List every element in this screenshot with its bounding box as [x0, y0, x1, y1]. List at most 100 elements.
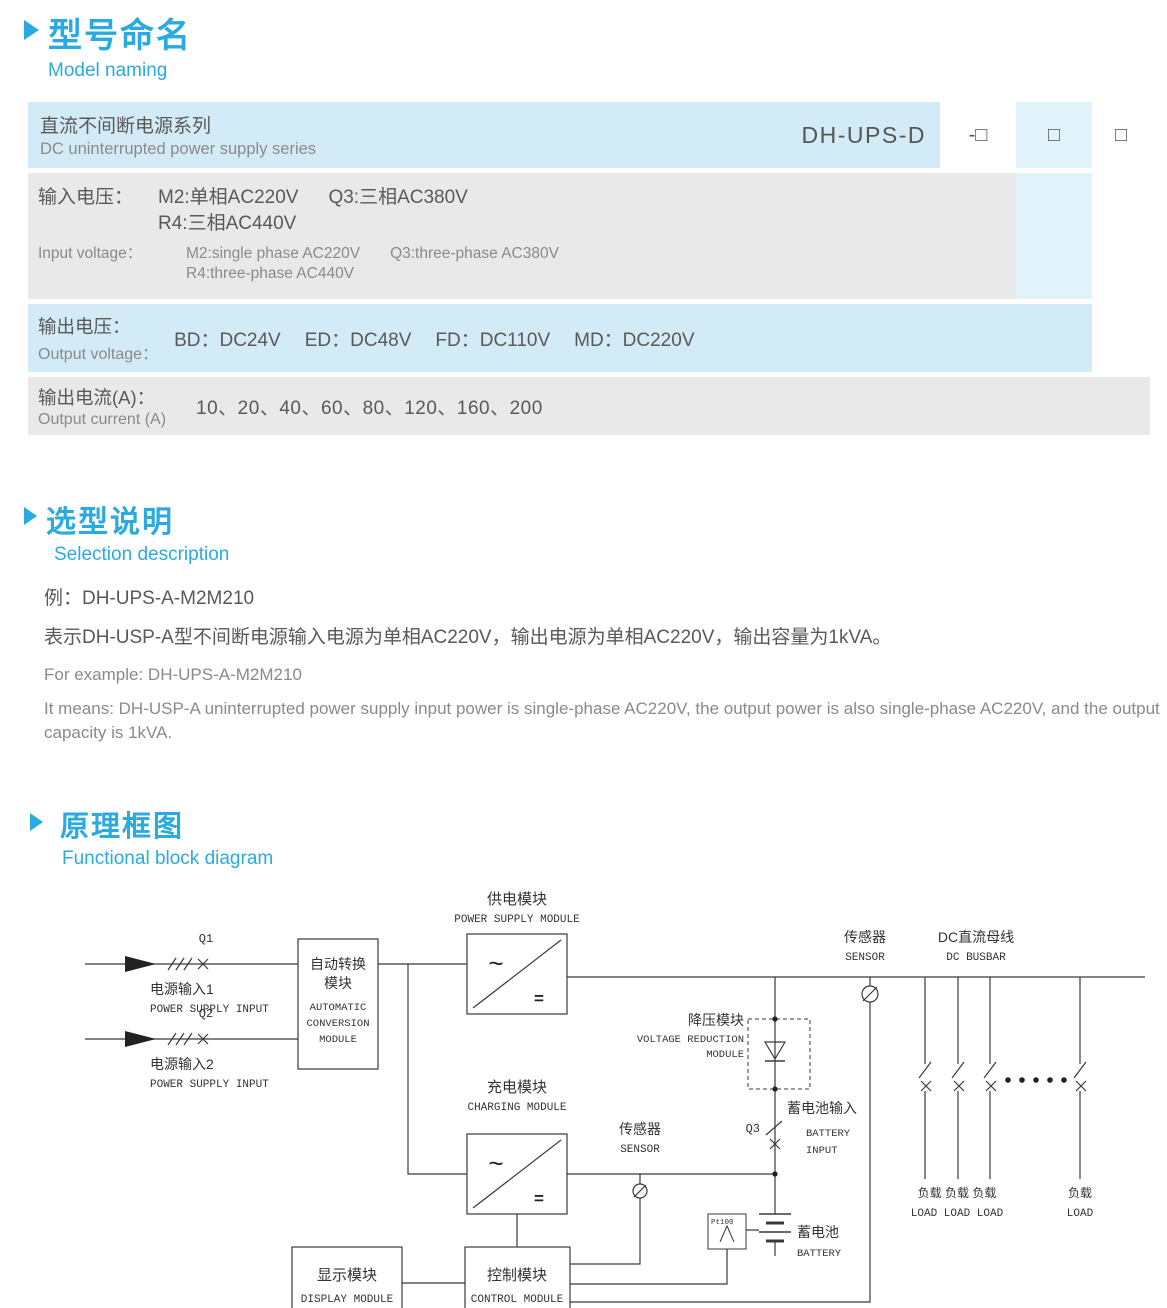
sensor1-wire [570, 976, 871, 1303]
output-voltage-labels: 输出电压： Output voltage： [38, 313, 158, 364]
auto-conversion-module-box [297, 937, 379, 1070]
switch-x-icon [769, 1138, 781, 1150]
battery-label-zh: 蓄电池 [797, 1224, 839, 1240]
option-fd: FD：DC110V [435, 329, 551, 351]
input2-arrow-icon [125, 1030, 156, 1047]
dc-busbar-label-zh: DC直流母线 [938, 929, 1014, 945]
series-name-zh: 直流不间断电源系列 [40, 116, 212, 137]
selection-titles: 选型说明 Selection description [46, 497, 229, 566]
selection-desc-zh: 表示DH-USP-A型不间断电源输入电源为单相AC220V，输出电源为单相AC2… [44, 626, 892, 648]
selection-header: 选型说明 Selection description [24, 497, 1167, 566]
input1-arrow-icon [125, 955, 156, 972]
converter-diagonal [472, 1139, 562, 1209]
output-current-label-zh: 输出电流(A)： [38, 386, 156, 408]
option-r4-en: R4:three-phase AC440V [186, 265, 355, 283]
section-title-zh: 型号命名 [48, 17, 192, 55]
load1-breaker-icon [918, 1061, 932, 1092]
loads-label-zh: 负载 负载 负载 [918, 1186, 997, 1200]
sensor2-wire [570, 1173, 641, 1265]
placeholder-2: □ [1016, 102, 1092, 168]
bus-sensor-icon [861, 984, 879, 1003]
section-marker-icon [24, 507, 37, 525]
sensor1-label-en: SENSOR [845, 952, 885, 964]
section-title-zh: 选型说明 [46, 506, 174, 539]
input-voltage-label-zh: 输入电压： [38, 187, 134, 208]
breaker-q1-icon [167, 957, 209, 970]
auto-label-en2: CONVERSION [306, 1018, 369, 1030]
section-title-en: Model naming [48, 60, 168, 81]
control-label-en: CONTROL MODULE [471, 1294, 564, 1306]
charging-label-en: CHARGING MODULE [467, 1102, 566, 1114]
load-breakers-icon [918, 1061, 1087, 1092]
loads-label-en: LOAD LOAD LOAD [911, 1208, 1004, 1220]
phase-slashes-icon [167, 1032, 193, 1045]
charger-converter-icon: ~ = [472, 1139, 562, 1209]
series-cell: 直流不间断电源系列 DC uninterrupted power supply … [28, 102, 940, 168]
model-naming-header: 型号命名 Model naming [24, 8, 1167, 82]
model-naming-titles: 型号命名 Model naming [48, 8, 192, 82]
block-diagram-wrapper: ~ = ~ = [60, 884, 1167, 1308]
input-voltage-values-en: M2:single phase AC220V Q3:three-phase AC3… [186, 244, 559, 284]
option-q3-zh: Q3:三相AC380V [328, 187, 468, 208]
q2-label: Q2 [199, 1007, 213, 1021]
battery-label-en: BATTERY [797, 1248, 842, 1260]
sensor1-label-zh: 传感器 [844, 929, 886, 945]
section-title-en: Selection description [54, 544, 230, 565]
more-loads-dots-icon [1005, 1076, 1067, 1083]
series-name-en: DC uninterrupted power supply series [40, 140, 317, 158]
table-row-output-current: 输出电流(A)： Output current (A) 10、20、40、60、… [28, 377, 1150, 435]
auto-label-zh1: 自动转换 [310, 956, 366, 972]
vr-label-en1: VOLTAGE REDUCTION [637, 1034, 744, 1046]
input1-label-en: POWER SUPPLY INPUT [150, 1004, 269, 1016]
option-m2-en: M2:single phase AC220V [186, 245, 361, 263]
model-code: DH-UPS-D [801, 121, 926, 148]
display-label-en: DISPLAY MODULE [301, 1294, 394, 1306]
q1-label: Q1 [199, 932, 213, 946]
option-m2-zh: M2:单相AC220V [158, 187, 299, 208]
charge-sensor-icon [632, 1182, 648, 1199]
switch-x-icon [197, 958, 209, 970]
series-names: 直流不间断电源系列 DC uninterrupted power supply … [40, 111, 316, 159]
output-voltage-label-zh: 输出电压： [38, 315, 131, 337]
branch-to-charger-wire [407, 963, 467, 1175]
input1-label-zh: 电源输入1 [150, 981, 214, 997]
option-q3-en: Q3:three-phase AC380V [390, 245, 559, 263]
section-model-naming: 型号命名 Model naming 直流不间断电源系列 DC uninterru… [24, 0, 1167, 435]
diode-triangle-icon [763, 1040, 787, 1060]
input2-label-en: POWER SUPPLY INPUT [150, 1079, 269, 1091]
junction-dot [772, 1170, 778, 1177]
battery-input-label-en2: INPUT [806, 1145, 838, 1157]
phase-slashes-icon [167, 957, 193, 970]
band-cell [1016, 173, 1092, 299]
vr-dashed-box [747, 1018, 811, 1090]
input2-label-zh: 电源输入2 [150, 1056, 214, 1072]
input-voltage-label-en: Input voltage： [38, 245, 143, 263]
battery-input-label-zh: 蓄电池输入 [787, 1100, 857, 1116]
output-current-cell: 输出电流(A)： Output current (A) 10、20、40、60、… [28, 377, 1150, 435]
option-bd: BD：DC24V [174, 329, 281, 351]
switch-blade-icon [765, 1120, 783, 1136]
selection-desc-en: It means: DH-USP-A uninterrupted power s… [44, 698, 1160, 742]
junction-dot [772, 1015, 778, 1022]
junction-dot [772, 1085, 778, 1092]
selection-example-en: For example: DH-UPS-A-M2M210 [44, 665, 302, 685]
ac-symbol: ~ [488, 948, 503, 978]
display-module-box [291, 1245, 403, 1308]
sensor2-label-zh: 传感器 [619, 1121, 661, 1137]
section-diagram: 原理框图 Functional block diagram [30, 803, 1167, 1308]
block-diagram: ~ = ~ = [85, 891, 1145, 1308]
selection-body: 例：DH-UPS-A-M2M210 表示DH-USP-A型不间断电源输入电源为单… [44, 586, 1167, 745]
psm-converter-icon: ~ = [472, 939, 562, 1009]
ac-symbol: ~ [488, 1148, 503, 1178]
table-row-series: 直流不间断电源系列 DC uninterrupted power supply … [28, 102, 1150, 168]
section-marker-icon [24, 20, 39, 40]
section-title-en: Functional block diagram [62, 847, 274, 869]
load2-breaker-icon [951, 1061, 965, 1092]
psm-label-en: POWER SUPPLY MODULE [454, 914, 580, 926]
